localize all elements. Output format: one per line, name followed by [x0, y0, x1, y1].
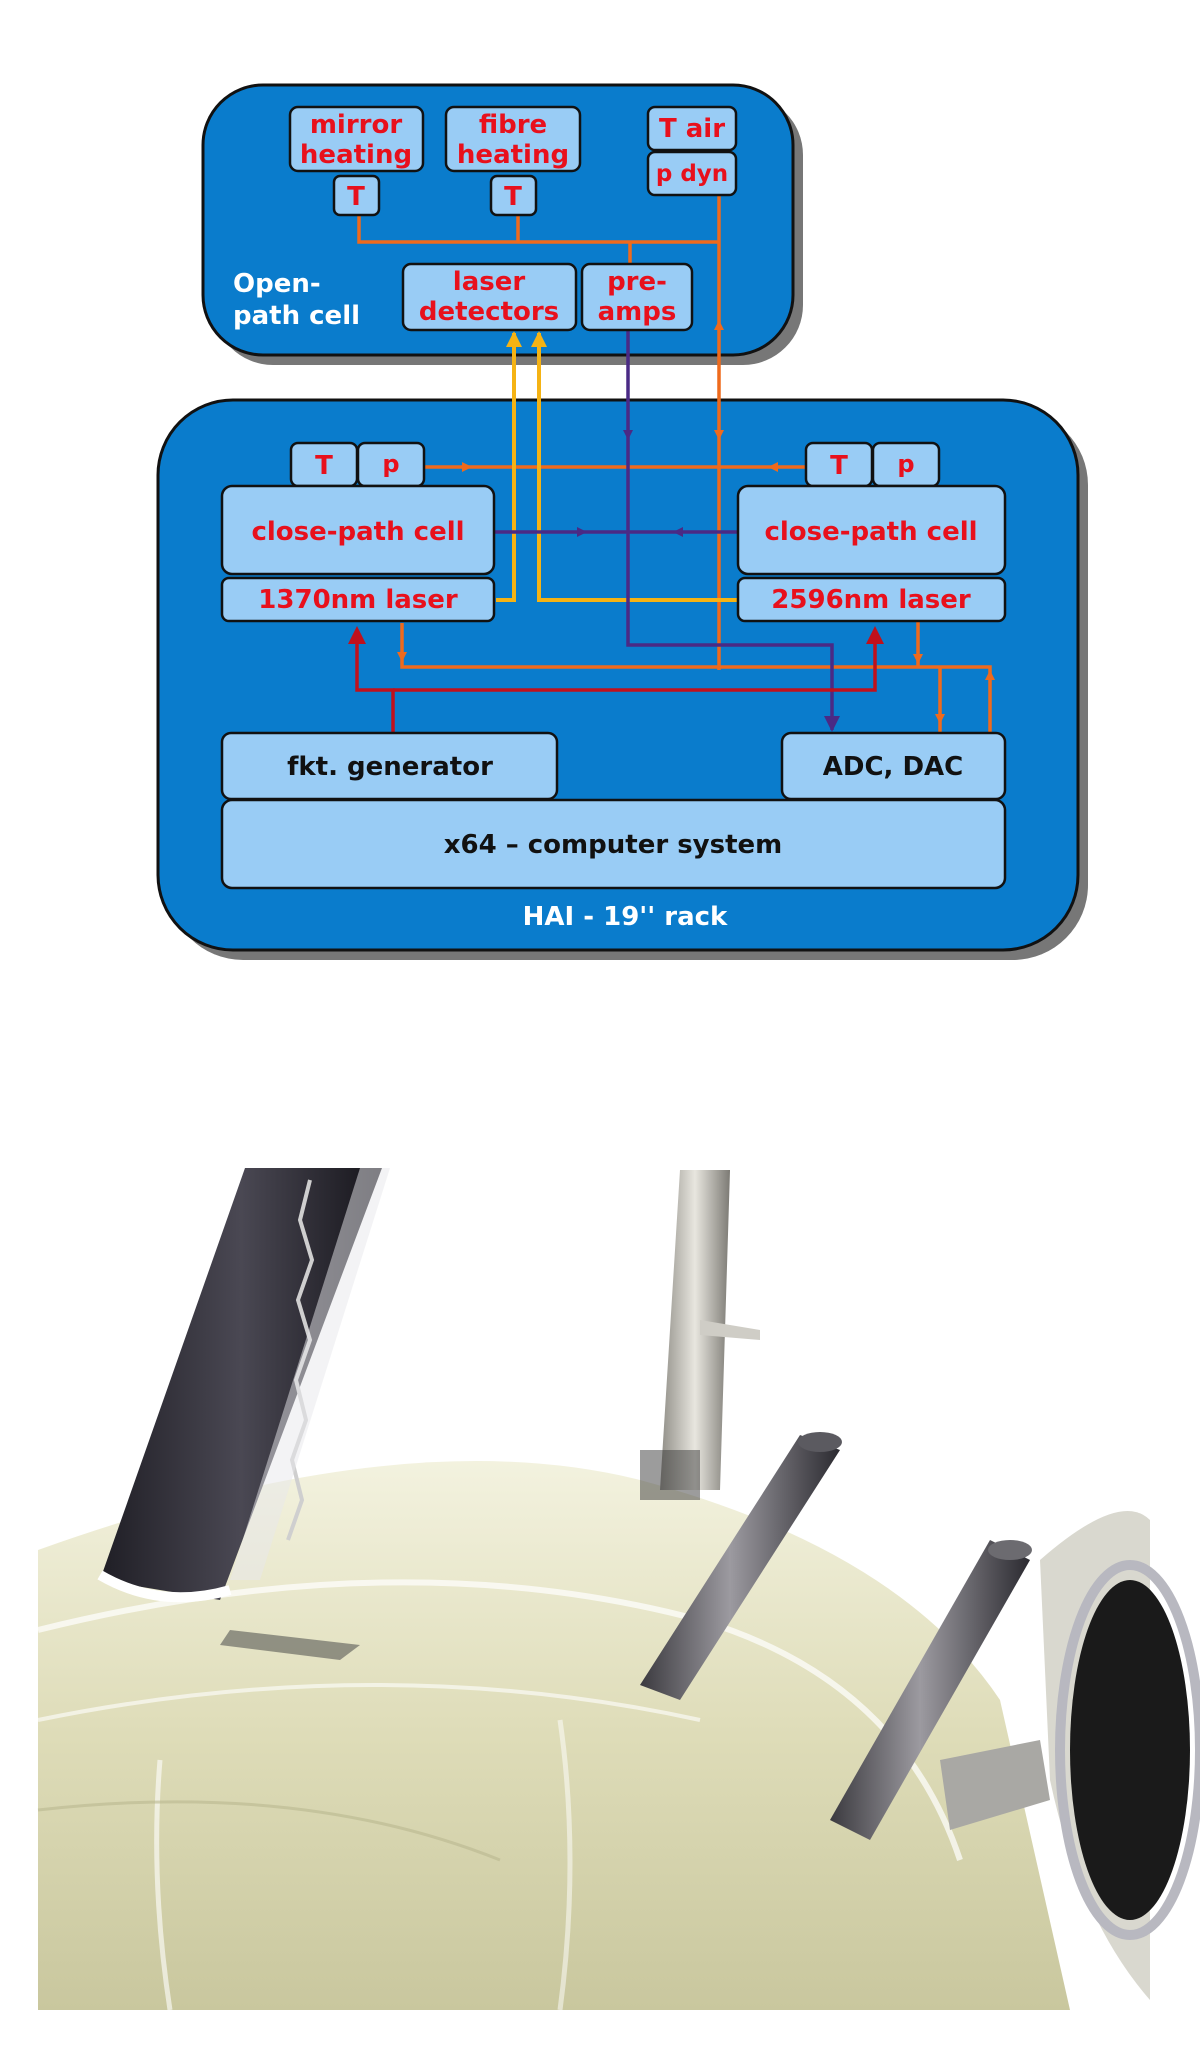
open-path-cell-label-2: path cell: [233, 301, 360, 331]
laser-detectors-label-1: laser: [453, 267, 526, 297]
left-close-path-cell-box: close-path cell: [220, 484, 496, 576]
laser-detectors-box: laser detectors: [401, 262, 578, 332]
fibre-heating-box: fibre heating: [444, 105, 582, 173]
instrument-block-diagram: mirror heating T fibre heating T T air p…: [156, 83, 1088, 960]
fibre-t-label: T: [504, 182, 522, 212]
mirror-t-label: T: [347, 182, 365, 212]
pre-amps-label-1: pre-: [607, 267, 667, 297]
laser2596-beam-line: [537, 333, 738, 602]
left-p-label: p: [382, 450, 399, 478]
computer-system-box: x64 – computer system: [220, 798, 1007, 890]
laser-detectors-label-2: detectors: [419, 297, 559, 327]
sensor-probe-right: [830, 1540, 1030, 1840]
fuselage: [38, 1461, 1070, 2010]
laser-1370-box: 1370nm laser: [220, 576, 496, 623]
modulation-line: [355, 640, 395, 733]
right-p-label: p: [897, 450, 914, 478]
right-cell-label: close-path cell: [764, 517, 977, 547]
laser-1370-label: 1370nm laser: [258, 585, 458, 615]
left-p-box: p: [356, 441, 426, 488]
sensor-bus-line: [357, 215, 719, 244]
fibre-heating-label-2: heating: [457, 140, 569, 170]
fibre-heating-label-1: fibre: [479, 110, 547, 140]
p-dyn-box: p dyn: [646, 150, 738, 197]
laser-2596-label: 2596nm laser: [771, 585, 971, 615]
t-air-box: T air: [646, 105, 738, 152]
computer-system-label: x64 – computer system: [444, 830, 783, 860]
mirror-heating-label-2: heating: [300, 140, 412, 170]
left-t-label: T: [315, 451, 333, 481]
preamp-signal-line: [626, 330, 834, 730]
open-path-cell-label-1: Open-: [233, 269, 321, 299]
left-t-box: T: [289, 441, 359, 488]
sensor-probe-middle: [640, 1435, 840, 1700]
pre-amps-label-2: amps: [598, 297, 677, 327]
sensor-mast-left: [100, 1168, 382, 1600]
p-dyn-label: p dyn: [656, 161, 728, 187]
right-t-box: T: [804, 441, 874, 488]
mirror-heating-label-1: mirror: [310, 110, 403, 140]
fkt-generator-box: fkt. generator: [220, 731, 559, 801]
background-strut: [660, 1170, 730, 1490]
right-close-path-cell-box: close-path cell: [736, 484, 1007, 576]
right-p-box: p: [871, 441, 941, 488]
pre-amps-box: pre- amps: [580, 262, 694, 332]
left-cell-label: close-path cell: [251, 517, 464, 547]
laser1370-beam-line: [496, 333, 516, 602]
t-air-label: T air: [659, 114, 725, 144]
aircraft-sensor-photo: [37, 1168, 1200, 2011]
adc-dac-label: ADC, DAC: [823, 752, 964, 782]
laser-2596-box: 2596nm laser: [736, 576, 1007, 623]
fibre-temperature-box: T: [489, 174, 538, 217]
fkt-generator-label: fkt. generator: [287, 752, 493, 782]
mirror-heating-box: mirror heating: [288, 105, 425, 173]
adc-dac-box: ADC, DAC: [780, 731, 1007, 801]
right-t-label: T: [830, 451, 848, 481]
rack-label: HAI - 19'' rack: [523, 902, 728, 932]
mirror-temperature-box: T: [332, 174, 381, 217]
